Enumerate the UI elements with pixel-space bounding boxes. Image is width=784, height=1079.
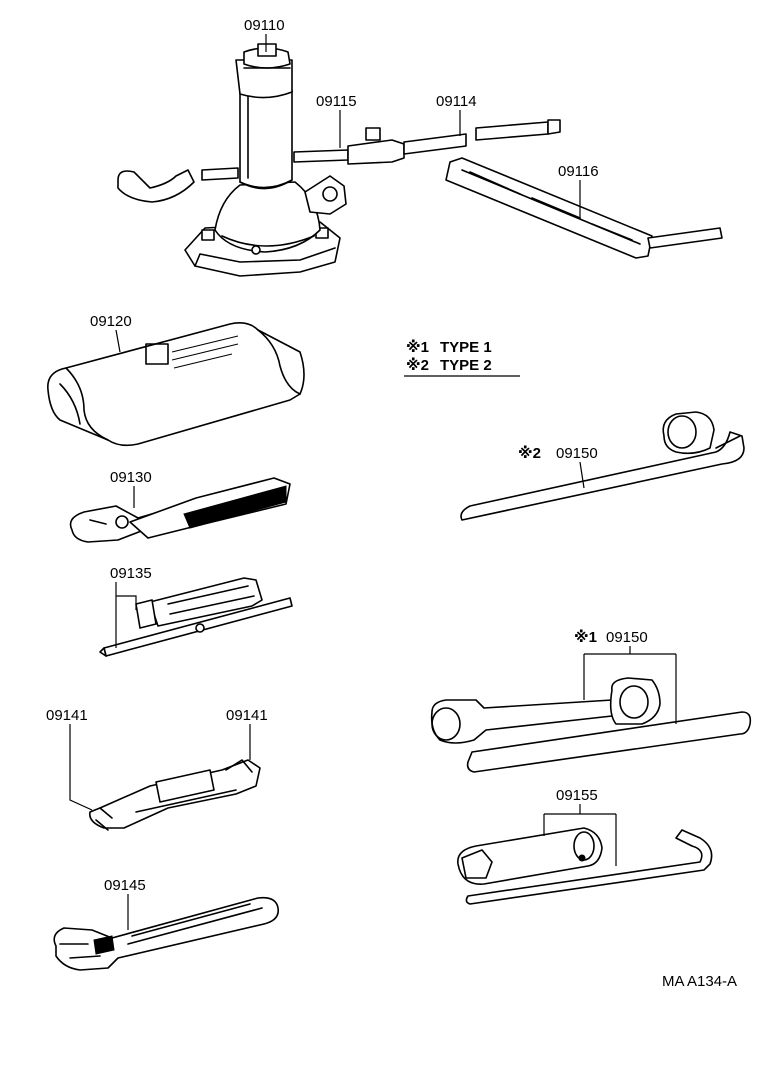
callout-type2-mark: ※2	[518, 444, 541, 462]
type-legend: ※1 TYPE 1 ※2 TYPE 2	[404, 338, 520, 377]
jack-handle-illustration	[293, 119, 561, 165]
part-label-09155: 09155	[556, 787, 598, 804]
part-label-09141-left: 09141	[46, 707, 88, 724]
lug-wrench-type2-illustration	[460, 411, 745, 521]
legend-type1-label: TYPE 1	[440, 339, 492, 356]
socket-wrench-type1-illustration	[430, 677, 752, 773]
open-end-wrenches-illustration	[88, 759, 261, 831]
screwdriver-illustration	[99, 577, 293, 657]
tool-bag-illustration	[47, 322, 305, 447]
part-label-09130: 09130	[110, 469, 152, 486]
part-label-09120: 09120	[90, 313, 132, 330]
plug-wrench-illustration	[457, 827, 713, 905]
jack-illustration	[117, 43, 347, 277]
legend-type2-label: TYPE 2	[440, 357, 492, 374]
part-label-09141-right: 09141	[226, 707, 268, 724]
adjustable-wrench-illustration	[53, 896, 280, 971]
legend-type2-mark: ※2	[406, 356, 429, 374]
part-label-09110: 09110	[244, 17, 285, 34]
part-label-09116: 09116	[558, 163, 599, 180]
part-label-09145: 09145	[104, 877, 146, 894]
handle-bar-illustration	[445, 157, 723, 259]
part-label-09150-type1: 09150	[606, 629, 648, 646]
part-label-09135: 09135	[110, 565, 152, 582]
diagram-code: MA A134-A	[662, 973, 737, 990]
pliers-illustration	[69, 477, 291, 543]
part-label-09115: 09115	[316, 93, 357, 110]
legend-type1-mark: ※1	[406, 338, 429, 356]
callout-type1-mark: ※1	[574, 628, 597, 646]
part-label-09150-type2: 09150	[556, 445, 598, 462]
part-label-09114: 09114	[436, 93, 477, 110]
